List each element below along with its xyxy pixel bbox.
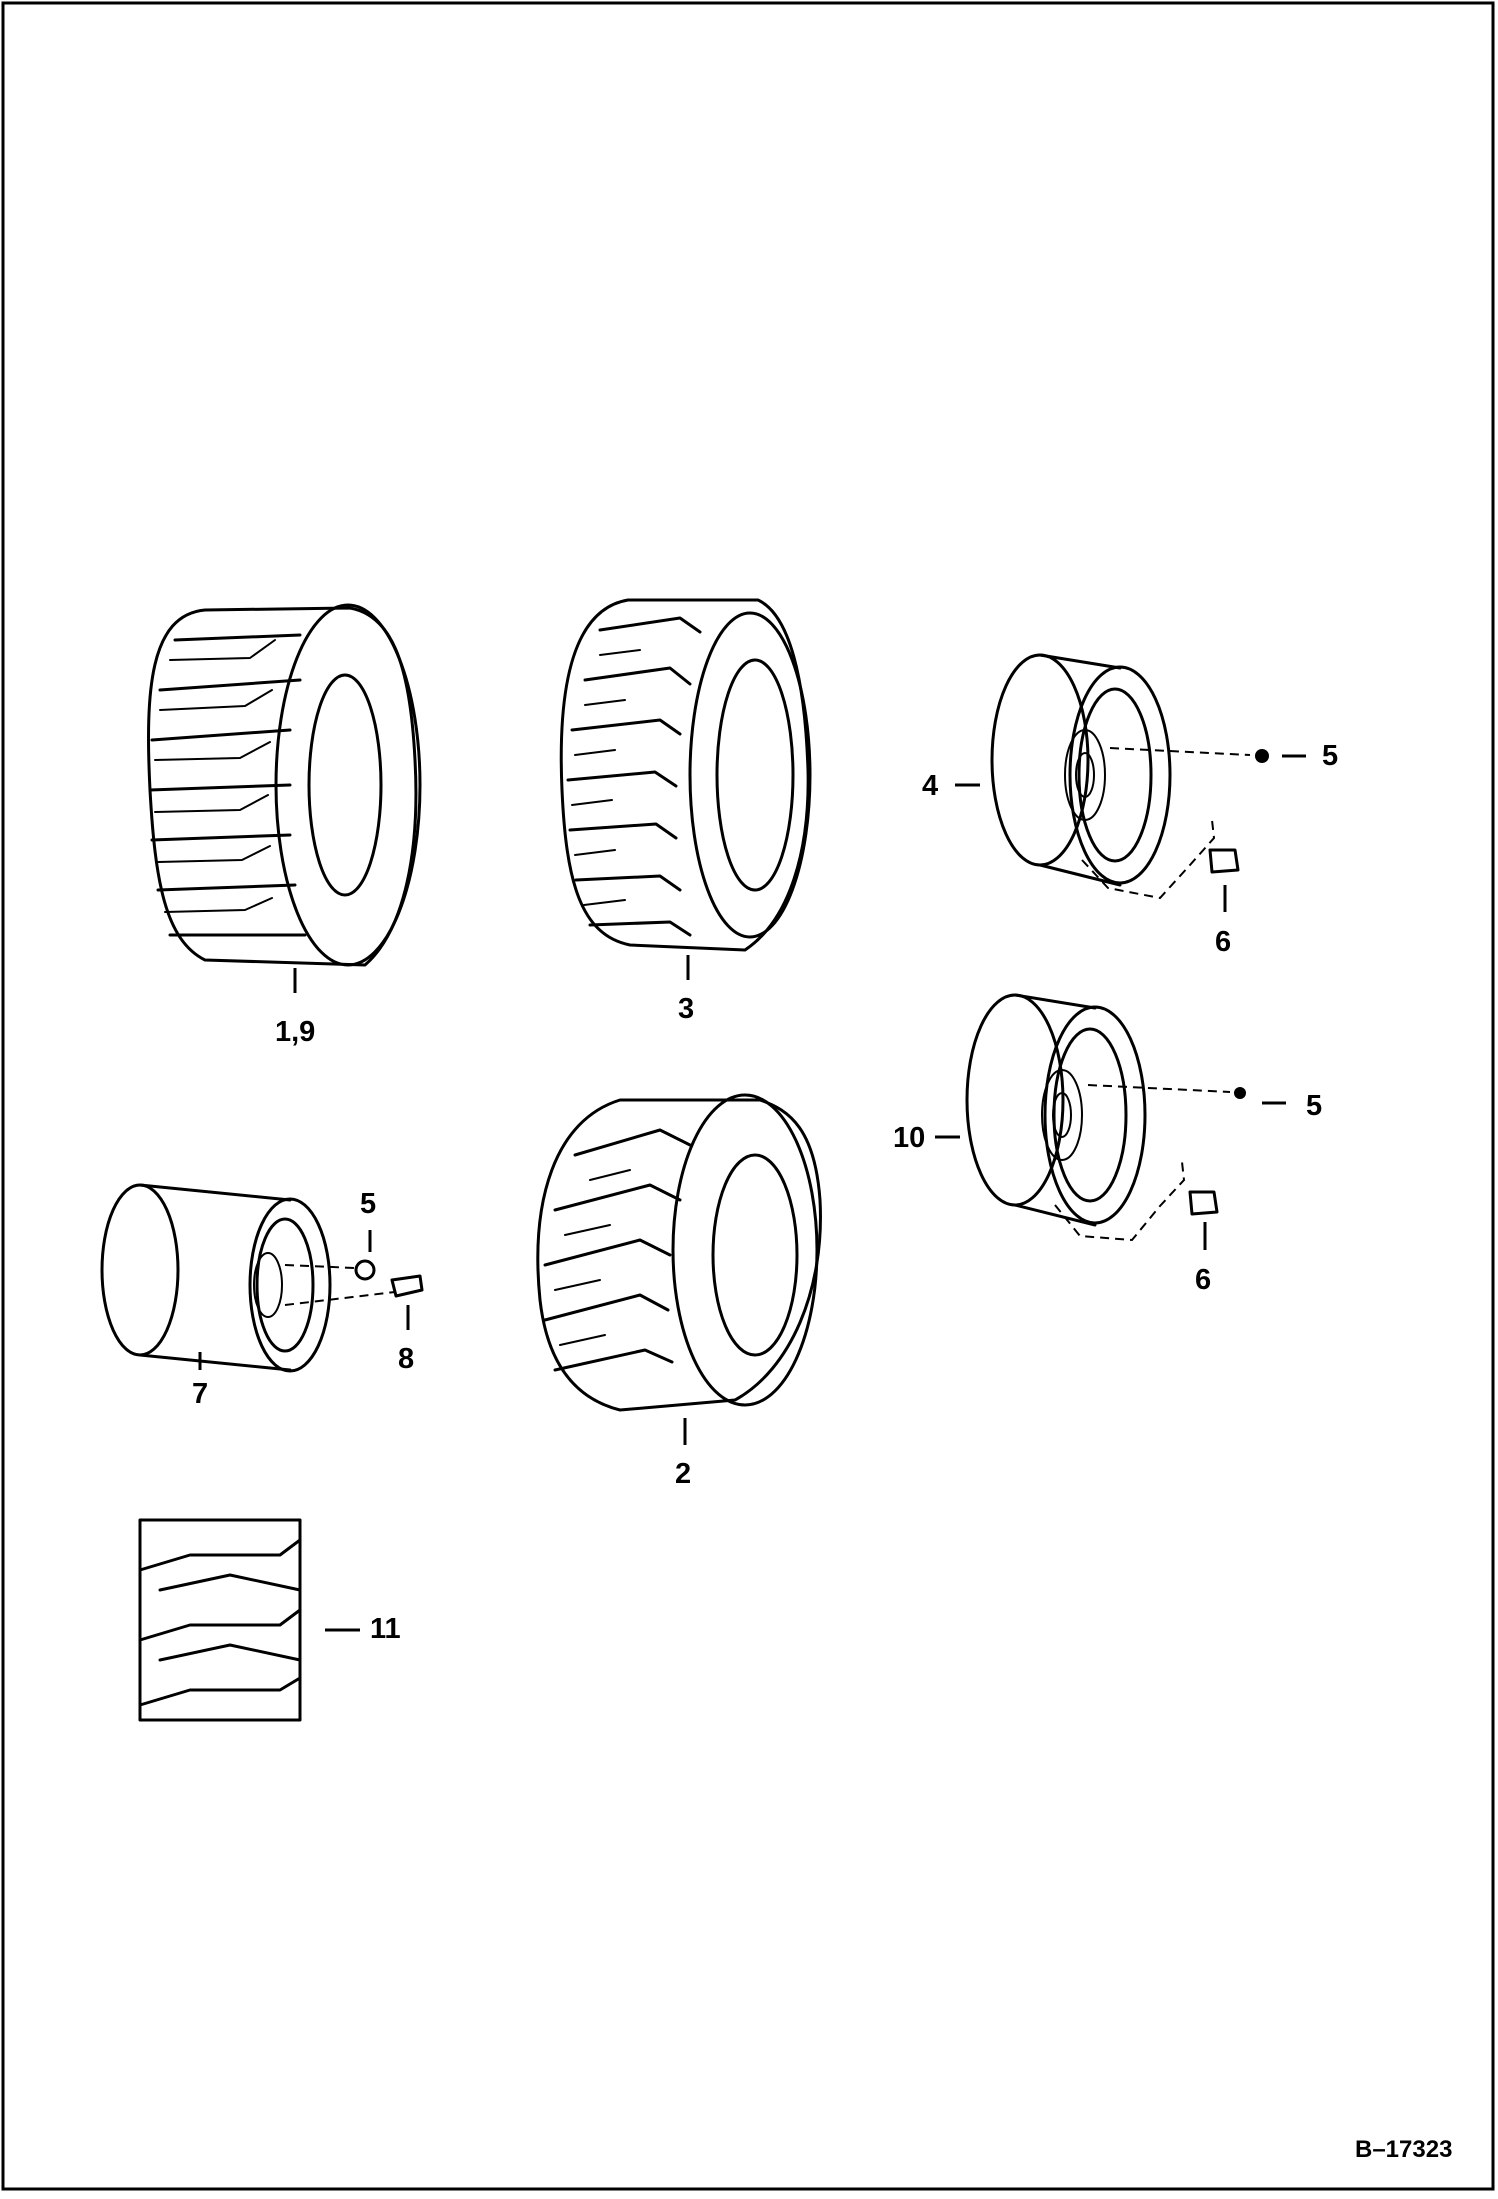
- callout-4: 4: [922, 770, 939, 802]
- tread-11: [138, 1518, 360, 1722]
- callout-1-9: 1,9: [275, 1016, 316, 1048]
- wheel-7: [100, 1183, 424, 1373]
- tire-3: [559, 598, 812, 980]
- callout-11: 11: [370, 1613, 401, 1645]
- callout-8: 8: [398, 1343, 415, 1375]
- callout-6-wheel-10: 6: [1195, 1264, 1212, 1296]
- callout-5-wheel-4: 5: [1322, 740, 1339, 772]
- callout-3: 3: [678, 993, 695, 1025]
- figure-id: B–17323: [1355, 2136, 1453, 2163]
- callout-2: 2: [675, 1458, 692, 1490]
- callout-5-wheel-7: 5: [360, 1188, 377, 1220]
- wheel-10: [935, 993, 1286, 1250]
- wheel-4: [955, 653, 1306, 912]
- callout-10: 10: [893, 1122, 926, 1154]
- callout-6-wheel-4: 6: [1215, 926, 1232, 958]
- callout-7: 7: [192, 1378, 209, 1410]
- tire-2: [536, 1093, 822, 1445]
- callout-5-wheel-10: 5: [1306, 1090, 1323, 1122]
- tire-1-9: [147, 603, 422, 993]
